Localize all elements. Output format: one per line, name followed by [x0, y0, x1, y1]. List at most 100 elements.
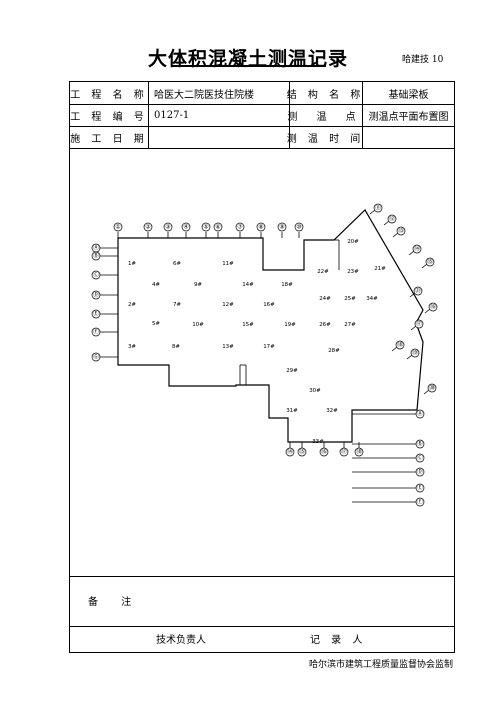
- right-axis-2-circle: [415, 439, 425, 449]
- diag-axis-line: [383, 220, 390, 226]
- recorder-label: 记 录 人: [310, 634, 367, 646]
- bottom-axis-1-circle: [285, 447, 295, 457]
- tech-leader-label: 技术负责人: [156, 634, 206, 646]
- top-axis-5: ⑤: [203, 224, 208, 231]
- measuring-point-2: 2#: [128, 302, 136, 308]
- measuring-point-28: 28#: [328, 348, 340, 354]
- top-axis-4: ④: [183, 224, 188, 231]
- diagonal-axis-8-circle: [395, 340, 405, 350]
- measuring-point-19: 19#: [284, 322, 296, 328]
- top-axis-10-circle: [294, 222, 304, 232]
- diagonal-axis-3: ⑬: [398, 227, 404, 235]
- right-axis-6-circle: [415, 497, 425, 507]
- diagonal-axis-9-circle: [410, 348, 420, 358]
- right-axis-3-circle: [415, 453, 425, 463]
- col-divider: [289, 82, 290, 148]
- measuring-point-29: 29#: [286, 368, 298, 374]
- measuring-point-22: 22#: [317, 269, 329, 275]
- measuring-point-25: 25#: [344, 296, 356, 302]
- right-axis-5-circle: [415, 483, 425, 493]
- measuring-point-10: 10#: [192, 322, 204, 328]
- measuring-point-14: 14#: [242, 282, 254, 288]
- remarks-divider-bottom: [70, 626, 454, 627]
- measuring-point-4: 4#: [152, 282, 160, 288]
- diagonal-axis-3-circle: [396, 226, 406, 236]
- top-axis-1: ①: [115, 224, 120, 231]
- measure-point-value: 测温点平面布置图: [368, 111, 449, 123]
- right-axis-1-circle: [415, 409, 425, 419]
- top-axis-6-circle: [213, 222, 223, 232]
- title-underline: [172, 65, 326, 67]
- bottom-axis-1: ⑭: [287, 448, 293, 456]
- left-axis-3: Ⓒ: [93, 271, 99, 279]
- right-axis-4: Ⓓ: [417, 468, 423, 476]
- measuring-point-15: 15#: [242, 322, 254, 328]
- left-axis-7: Ⓖ: [93, 353, 99, 361]
- top-axis-8: ⑧: [258, 224, 263, 231]
- col-divider: [148, 82, 149, 148]
- diagonal-axis-6: ⑯: [430, 303, 436, 311]
- diagonal-axis-9: ⑲: [412, 349, 418, 357]
- top-axis-9-circle: [277, 222, 287, 232]
- top-axis-3: ③: [165, 224, 170, 231]
- measuring-point-16: 16#: [263, 302, 275, 308]
- top-axis-10: ⑩: [296, 224, 301, 231]
- measuring-point-20: 20#: [347, 239, 359, 245]
- measuring-point-9: 9#: [194, 282, 202, 288]
- bottom-axis-5: ⑱: [356, 448, 362, 456]
- diag-axis-line: [391, 346, 398, 352]
- top-axis-9: ⑨: [279, 224, 284, 231]
- measuring-point-13: 13#: [222, 344, 234, 350]
- measuring-point-6: 6#: [173, 261, 181, 267]
- left-axis-6-circle: [91, 327, 101, 337]
- measure-point-label: 测 温 点: [287, 111, 364, 123]
- measuring-point-33: 33#: [312, 439, 324, 445]
- top-axis-3-circle: [163, 222, 173, 232]
- diagonal-axis-5: ⑮: [427, 258, 433, 266]
- measure-time-label: 测 温 时 间: [286, 133, 365, 145]
- measuring-point-24: 24#: [319, 296, 331, 302]
- measuring-point-12: 12#: [222, 302, 234, 308]
- left-axis-1: Ⓐ: [93, 244, 99, 252]
- supervisor-footer: 哈尔滨市建筑工程质量监督协会监制: [308, 660, 453, 670]
- bottom-axis-2-circle: [297, 447, 307, 457]
- diag-axis-line: [369, 209, 376, 215]
- right-axis-4-circle: [415, 467, 425, 477]
- diag-axis-line: [424, 308, 431, 314]
- measuring-point-27: 27#: [344, 322, 356, 328]
- top-axis-1-circle: [113, 222, 123, 232]
- diagonal-axis-2-circle: [387, 214, 397, 224]
- bottom-axis-3-circle: [319, 447, 329, 457]
- top-axis-2: ②: [145, 224, 151, 231]
- structure-name-value: 基础梁板: [388, 89, 429, 101]
- diagonal-axis-4: ⑭: [414, 245, 420, 253]
- right-axis-3: Ⓒ: [417, 454, 423, 462]
- col-divider: [362, 82, 363, 148]
- top-axis-4-circle: [181, 222, 191, 232]
- measuring-point-21: 21#: [374, 266, 386, 272]
- measuring-point-7: 7#: [173, 302, 181, 308]
- diagonal-axis-2: ⑫: [389, 215, 395, 223]
- measuring-point-5: 5#: [152, 321, 160, 327]
- left-axis-6: Ⓕ: [93, 328, 99, 336]
- diagonal-axis-1: ⑪: [375, 204, 381, 212]
- left-axis-5: Ⓔ: [93, 310, 99, 318]
- diagonal-axis-7-circle: [414, 319, 424, 329]
- measure-time-value: [362, 126, 455, 148]
- measuring-point-34: 34#: [366, 296, 378, 302]
- measuring-point-8: 8#: [172, 344, 180, 350]
- bottom-axis-3: ⑯: [321, 448, 327, 456]
- record-form: 工 程 名 称 哈医大二院医技住院楼 结 构 名 称 基础梁板 工 程 编 号 …: [69, 81, 455, 653]
- project-name-label: 工 程 名 称: [70, 89, 148, 101]
- bottom-axis-2: ⑮: [299, 448, 305, 456]
- left-axis-2-circle: [91, 251, 101, 261]
- measuring-point-18: 18#: [281, 282, 293, 288]
- left-axis-4-circle: [91, 290, 101, 300]
- right-axis-2: Ⓑ: [417, 440, 423, 448]
- diag-axis-line: [406, 354, 413, 360]
- diag-axis-line: [410, 325, 417, 331]
- right-axis-1: Ⓐ: [417, 410, 423, 418]
- measuring-point-30: 30#: [309, 388, 321, 394]
- measuring-point-32: 32#: [326, 408, 338, 414]
- left-axis-3-circle: [91, 270, 101, 280]
